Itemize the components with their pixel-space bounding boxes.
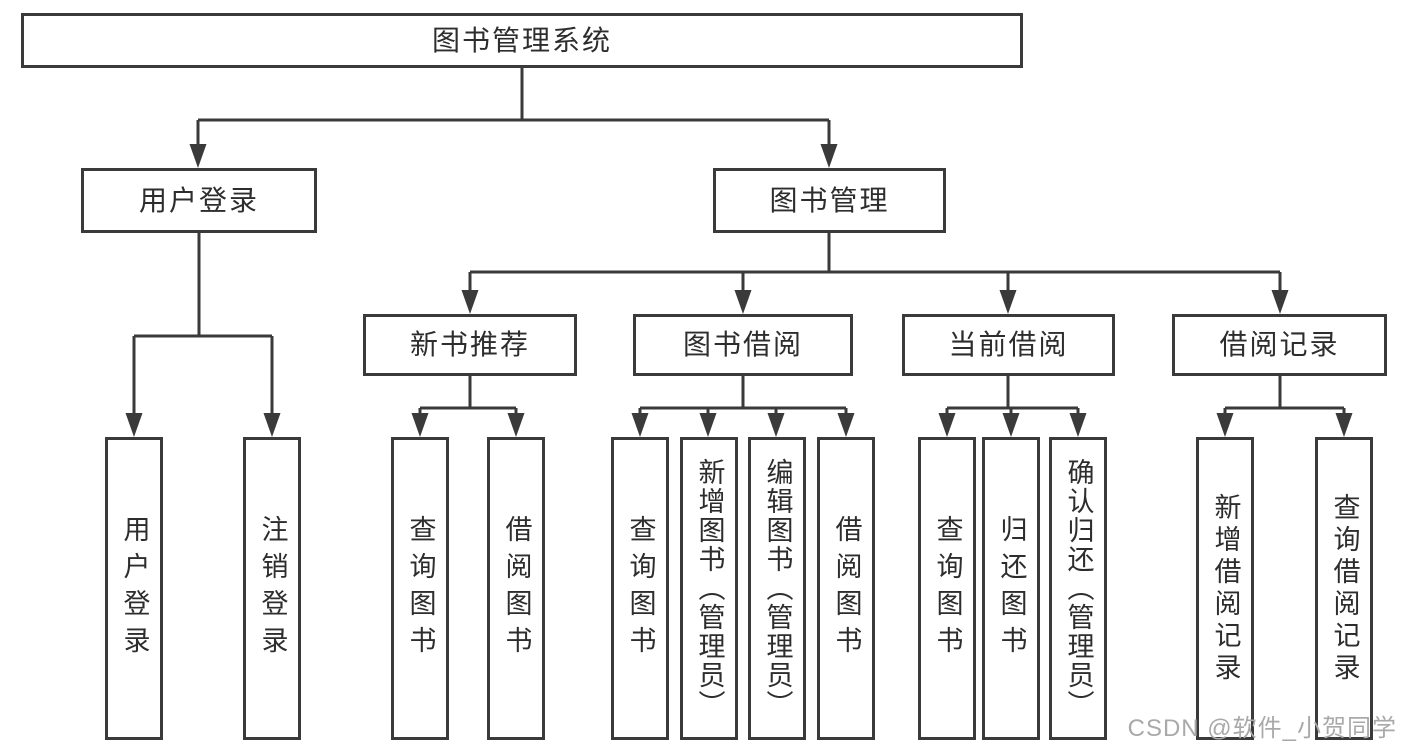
node-borrow-record: 借阅记录 bbox=[1172, 314, 1387, 376]
arrow-down-icon bbox=[125, 144, 1353, 437]
node-root-system: 图书管理系统 bbox=[21, 13, 1023, 68]
node-book-management: 图书管理 bbox=[713, 168, 946, 233]
leaf-return-books: 归还图书 bbox=[982, 437, 1040, 740]
node-new-book-recommend: 新书推荐 bbox=[363, 314, 577, 376]
node-current-borrow: 当前借阅 bbox=[902, 314, 1115, 376]
leaf-query-books-recommend: 查询图书 bbox=[391, 437, 449, 740]
leaf-logout: 注销登录 bbox=[243, 437, 301, 740]
leaf-user-login: 用户登录 bbox=[105, 437, 163, 740]
leaf-edit-book-admin: 编辑图书（管理员） bbox=[748, 437, 806, 740]
leaf-borrow-books: 借阅图书 bbox=[817, 437, 875, 740]
leaf-borrow-books-recommend: 借阅图书 bbox=[487, 437, 545, 740]
leaf-query-books-borrow: 查询图书 bbox=[611, 437, 669, 740]
leaf-confirm-return-admin: 确认归还（管理员） bbox=[1049, 437, 1107, 740]
csdn-watermark: CSDN @软件_小贺同学 bbox=[1127, 715, 1397, 742]
leaf-query-books-current: 查询图书 bbox=[918, 437, 976, 740]
leaf-query-borrow-record: 查询借阅记录 bbox=[1315, 437, 1373, 740]
leaf-add-borrow-record: 新增借阅记录 bbox=[1196, 437, 1254, 740]
node-book-borrow: 图书借阅 bbox=[633, 314, 853, 376]
node-user-login: 用户登录 bbox=[81, 168, 317, 233]
leaf-add-book-admin: 新增图书（管理员） bbox=[680, 437, 738, 740]
